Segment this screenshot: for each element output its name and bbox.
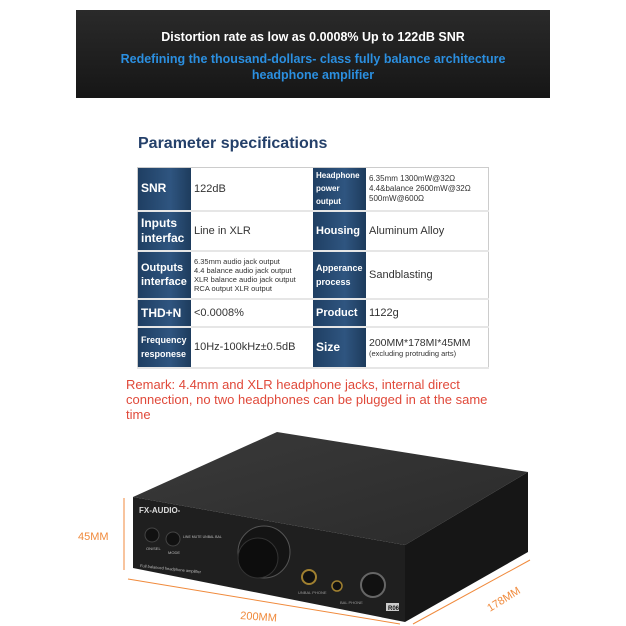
spec-line: 4.4 balance audio jack output (194, 265, 292, 275)
spec-line: 500mW@600Ω (369, 193, 425, 203)
spec-key: Inputs interfac (137, 210, 191, 252)
spec-line: 6.35mm audio jack output (194, 256, 280, 266)
spec-line: 4.4&balance 2600mW@32Ω (369, 183, 471, 193)
banner-headline: Distortion rate as low as 0.0008% Up to … (161, 30, 465, 44)
width-dimension: 200MM (240, 610, 277, 625)
banner-subheadline: Redefining the thousand-dollars- class f… (120, 52, 506, 82)
specs-title: Parameter specifications (138, 135, 328, 152)
model-label: R06 (388, 606, 400, 612)
on-sel-button (144, 527, 160, 543)
spec-key: Headphone power output (313, 167, 366, 212)
table-row: Frequency responese 10Hz-100kHz±0.5dB Si… (137, 326, 489, 369)
spec-value: Line in XLR (191, 210, 313, 252)
spec-key: Product (313, 298, 366, 328)
table-row: Inputs interfac Line in XLR Housing Alum… (137, 210, 489, 252)
depth-dimension: 178MM (485, 585, 522, 615)
volume-knob-icon (237, 537, 279, 579)
spec-key: Size (313, 326, 366, 369)
dimension-lines (123, 498, 531, 625)
model-badge (386, 603, 399, 611)
table-row: THD+N <0.0008% Product 1122g (137, 298, 489, 328)
specs-table: SNR 122dB Headphone power output 6.35mm … (137, 167, 489, 369)
spec-key: Frequency responese (137, 326, 191, 369)
spec-value: <0.0008% (191, 298, 313, 328)
spec-line: 200MM*178MI*45MM (369, 336, 471, 349)
spec-value: 10Hz-100kHz±0.5dB (191, 326, 313, 369)
height-dimension: 45MM (78, 531, 109, 543)
btn-label: MODE (168, 550, 180, 555)
jack-label: BAL PHONE (340, 600, 363, 605)
spec-key: Outputs interface (137, 250, 191, 300)
mode-button (165, 531, 181, 547)
spec-value: 200MM*178MI*45MM(excluding protruding ar… (366, 326, 489, 369)
spec-line: RCA output XLR output (194, 283, 272, 293)
spec-value: Sandblasting (366, 250, 489, 300)
spec-value: 1122g (366, 298, 489, 328)
remark-note: Remark: 4.4mm and XLR headphone jacks, i… (126, 377, 488, 422)
table-row: SNR 122dB Headphone power output 6.35mm … (137, 167, 489, 212)
spec-key: THD+N (137, 298, 191, 328)
spec-value: Aluminum Alloy (366, 210, 489, 252)
tagline: Full balanced headphone amplifier (140, 563, 202, 574)
spec-line: XLR balance audio jack output (194, 274, 296, 284)
spec-line: (excluding protruding arts) (369, 348, 457, 358)
spec-key: Apperance process (313, 250, 366, 300)
led-labels: LINE MUTE UNBAL BAL (183, 535, 222, 539)
brand-logo: FX-AUDIO- (139, 506, 181, 515)
phone-jack-icon (301, 569, 317, 585)
spec-key: SNR (137, 167, 191, 212)
amp-side (405, 472, 528, 622)
amp-top (133, 432, 528, 545)
headline-banner: Distortion rate as low as 0.0008% Up to … (76, 10, 550, 98)
xlr-jack-icon (360, 572, 386, 598)
btn-label: ON/SEL (146, 546, 161, 551)
spec-value: 122dB (191, 167, 313, 212)
spec-line: 6.35mm 1300mW@32Ω (369, 173, 456, 183)
bal-jack-icon (331, 580, 343, 592)
table-row: Outputs interface 6.35mm audio jack outp… (137, 250, 489, 300)
spec-key: Housing (313, 210, 366, 252)
jack-label: UNBAL PHONE (298, 590, 327, 595)
